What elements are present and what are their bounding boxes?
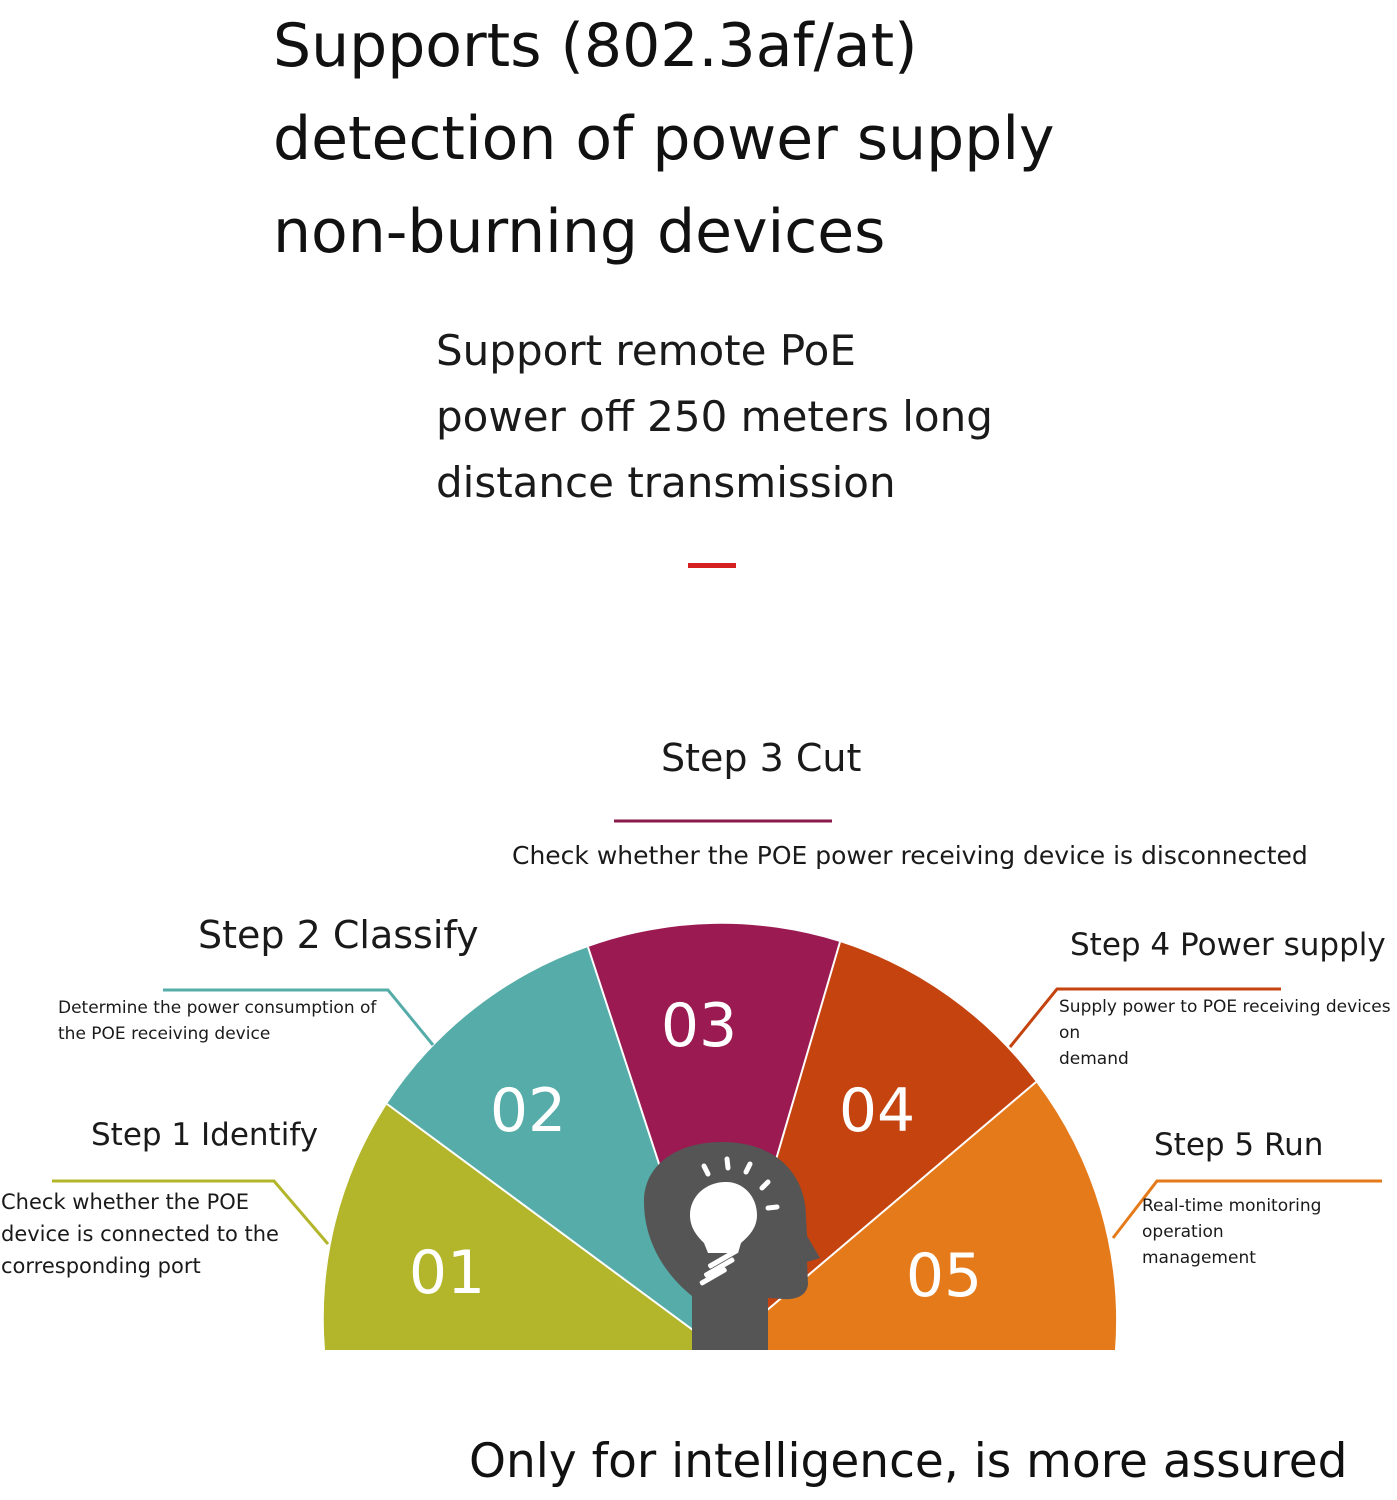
step-1-connector — [52, 1179, 330, 1245]
step-3-description: Check whether the POE power receiving de… — [512, 841, 1308, 870]
wedge-02 — [387, 947, 720, 1350]
step-5-connector — [1111, 1179, 1382, 1239]
step-3-title: Step 3 Cut — [661, 736, 862, 780]
step-5-description: Real-time monitoring operation managemen… — [1142, 1193, 1394, 1271]
step-4-title: Step 4 Power supply — [1070, 927, 1386, 963]
step-5-description-line-1: Real-time monitoring operation — [1142, 1196, 1322, 1242]
footer-tagline: Only for intelligence, is more assured — [469, 1434, 1348, 1489]
wedge-01-number: 01 — [409, 1238, 485, 1308]
wedge-04-number: 04 — [839, 1076, 915, 1146]
step-4-connector — [1008, 987, 1281, 1048]
step-2-description-line-1: Determine the power consumption of — [58, 998, 377, 1018]
headline: Supports (802.3af/at) detection of power… — [273, 0, 1273, 279]
step-5-description-line-2: management — [1142, 1248, 1256, 1268]
step-4-description: Supply power to POE receiving devices on… — [1059, 994, 1394, 1072]
accent-divider — [688, 563, 736, 568]
step-4-description-line-1: Supply power to POE receiving devices on — [1059, 997, 1391, 1043]
wedge-03-number: 03 — [661, 991, 737, 1061]
step-1-title: Step 1 Identify — [91, 1117, 319, 1153]
subhead-line-2: power off 250 meters long — [436, 392, 993, 441]
step-2-description: Determine the power consumption of the P… — [58, 995, 378, 1047]
step-1-description: Check whether the POE device is connecte… — [1, 1186, 301, 1282]
wedge-03 — [588, 923, 840, 1350]
step-1-description-line-3: corresponding port — [1, 1254, 201, 1278]
wedge-05-number: 05 — [906, 1241, 982, 1311]
subhead-line-1: Support remote PoE — [436, 326, 856, 375]
step-2-connector — [163, 988, 435, 1046]
headline-line-1: Supports (802.3af/at) — [273, 11, 918, 81]
step-1-description-line-2: device is connected to the — [1, 1222, 279, 1246]
subhead: Support remote PoE power off 250 meters … — [436, 318, 1196, 516]
wedge-05 — [720, 1082, 1117, 1350]
wedge-02-number: 02 — [490, 1076, 566, 1146]
headline-line-3: non-burning devices — [273, 197, 886, 267]
subhead-line-3: distance transmission — [436, 458, 896, 507]
step-2-title: Step 2 Classify — [198, 913, 479, 957]
wedge-01 — [323, 1104, 720, 1350]
step-2-description-line-2: the POE receiving device — [58, 1024, 271, 1044]
head-lightbulb-icon — [644, 1142, 820, 1350]
step-4-description-line-2: demand — [1059, 1049, 1129, 1069]
step-1-description-line-1: Check whether the POE — [1, 1190, 250, 1214]
headline-line-2: detection of power supply — [273, 104, 1055, 174]
step-5-title: Step 5 Run — [1154, 1127, 1324, 1163]
